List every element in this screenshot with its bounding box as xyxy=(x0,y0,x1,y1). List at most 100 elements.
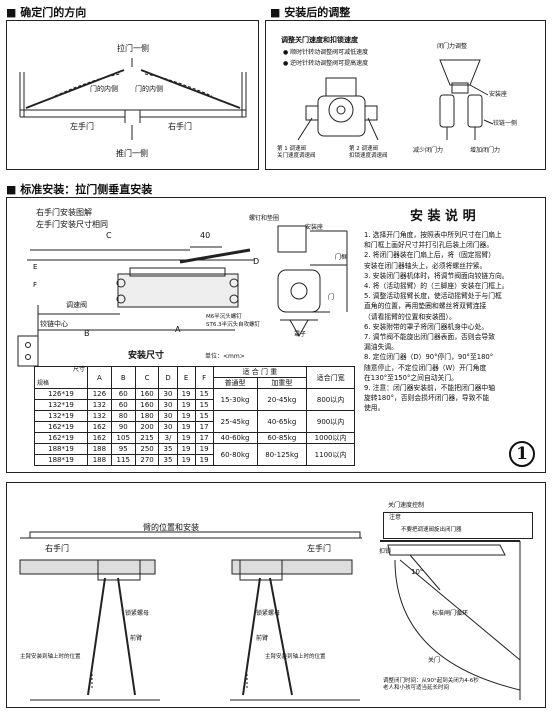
spec-corner: 尺寸 规格 xyxy=(34,366,88,389)
door3-label: 门 xyxy=(328,294,335,301)
arm-title: 臂的位置和安装 xyxy=(143,523,199,532)
spec-label: 规格 xyxy=(37,380,50,388)
instruction-line: 5. 调整活动摇臂长度，使活动摇臂处于与门框 xyxy=(364,292,502,301)
instruction-line: 2. 将闭门器装在门扇上后，将（固定摇臂） xyxy=(364,251,495,260)
instruction-line: （请看摇臂的位置和安装图）。 xyxy=(364,312,456,321)
nut-label: 锁紧螺母 xyxy=(125,610,150,617)
bottom-left-door: 左手门 xyxy=(307,544,331,553)
left-door-desc: 左手门安装尺寸相同 xyxy=(36,220,108,229)
cell: 19 xyxy=(194,454,214,466)
instruction-line: 随意停止，不定位闭门器（W）开门角度 xyxy=(364,363,487,372)
angle-label: 10° xyxy=(411,568,424,576)
section3-frame xyxy=(6,197,546,473)
main-pos2-label: 主臂安装到轴上时的位置 xyxy=(265,654,326,660)
latch-label: 扣锁 xyxy=(379,548,392,555)
nut2-label: 锁紧螺母 xyxy=(256,610,281,617)
section1-title: ■ 确定门的方向 xyxy=(6,6,87,19)
ccw-note: ● 逆时针转动调整阀可提高速度 xyxy=(283,60,369,67)
spec-table: 尺寸 规格 A B C D E F 适 合 门 重 适合门宽 普通型 加重型 1… xyxy=(34,366,355,466)
instruction-line: 8. 定位闭门器（D）90°停门，90°至180° xyxy=(364,353,494,362)
force-title: 闭门力调整 xyxy=(437,43,468,50)
instruction-line: 安装在闭门器轴头上，必须将螺丝拧紧。 xyxy=(364,261,487,270)
closing-cycle-diagram xyxy=(380,540,521,700)
close-label: 关门 xyxy=(428,657,441,664)
frame3-label: 门框 xyxy=(335,254,348,261)
dim-C: C xyxy=(106,231,112,240)
size-label: 尺寸 xyxy=(72,366,85,373)
installation-diagram xyxy=(17,225,348,367)
seat-label: 安装座 xyxy=(489,91,508,98)
speed-title: 调整关门速度和扣锁速度 xyxy=(281,36,358,44)
inner-left-label: 门的内侧 xyxy=(90,85,118,93)
right-door-label: 右手门 xyxy=(168,122,192,131)
front-arm-label: 前臂 xyxy=(130,635,143,642)
cell: 80-125kg xyxy=(256,443,308,466)
seat3-label: 安装座 xyxy=(305,224,324,231)
instruction-line: 直角的位置，再用垫圈和螺丝将双臂连接 xyxy=(364,302,487,311)
instruction-line: 4. 将（活动摇臂）的（三脚座）安装在门框上。 xyxy=(364,282,509,291)
section2-frame xyxy=(265,20,546,170)
section2-title: ■ 安装后的调整 xyxy=(270,6,351,19)
arm-position-diagram xyxy=(19,531,362,701)
screw-note2: ST6.3半沉头自攻螺钉 xyxy=(206,322,261,328)
shaft-label: 铰链一侧 xyxy=(493,120,518,127)
notice-box xyxy=(383,512,533,539)
right-door-desc: 右手门安装图解 xyxy=(36,208,92,217)
cycle-label: 标准闸门循环 xyxy=(432,610,469,617)
dim-40: 40 xyxy=(200,231,211,240)
cell: 270 xyxy=(134,454,160,466)
valve1-label: 第 1 调速阀 关门速度调速阀 xyxy=(277,146,316,159)
cell: 115 xyxy=(110,454,136,466)
valve3-label: 调速阀 xyxy=(66,301,87,309)
instruction-line: 漏油失调。 xyxy=(364,343,398,352)
notice-title: 注意 xyxy=(389,514,402,521)
more-force-label: 增加闭门力 xyxy=(470,147,501,154)
valve2-label: 第 2 调速阀 扣锁速度调速阀 xyxy=(349,146,388,159)
screw-note1: M6半沉头螺钉 xyxy=(206,314,242,320)
table-unit: 单位：<mm> xyxy=(205,353,245,360)
front-arm2-label: 前臂 xyxy=(256,635,269,642)
instruction-line: 9. 注意：闭门器安装前，不能把闭门器中轴 xyxy=(364,384,495,393)
instruction-line: 在130°至150°之间自动关门。 xyxy=(364,373,458,382)
page-number-badge: 1 xyxy=(509,441,535,467)
instruction-line: 6. 安装附带的罩子将闭门器机身中心处。 xyxy=(364,322,489,331)
section1-frame xyxy=(6,20,259,170)
screw-pad-label: 螺钉和垫圈 xyxy=(249,215,280,222)
main-pos1-label: 主臂安装到轴上时的位置 xyxy=(20,654,81,660)
cell: 188*19 xyxy=(34,454,88,466)
instruction-line: 1. 选择开门角度，按照表中所列尺寸在门扇上 xyxy=(364,231,502,239)
cw-note: ● 顺时针转动调整阀可减低速度 xyxy=(283,49,369,56)
cell: 188 xyxy=(87,454,112,466)
dim-E: E xyxy=(33,263,38,271)
cell: 35 xyxy=(158,454,178,466)
section3-title: ■ 标准安装：拉门侧垂直安装 xyxy=(6,183,153,196)
dim-B: B xyxy=(84,329,90,338)
push-side-bottom-label: 推门一侧 xyxy=(116,149,148,158)
cell: 1100以内 xyxy=(306,443,355,466)
force-adjust-diagram xyxy=(439,59,494,140)
instruction-line: 7. 调节阀不能旋出闭门器表面，否则会导致 xyxy=(364,333,495,342)
adjust-time-label: 调整闭门时间：从90°起到关闭为4-6秒 老人和小孩可适当延长时间 xyxy=(383,678,479,691)
left-door-label: 左手门 xyxy=(70,122,94,131)
bottom-right-door: 右手门 xyxy=(45,544,69,553)
push-side-top-label: 拉门一侧 xyxy=(117,44,149,53)
cell: 60-80kg xyxy=(212,443,258,466)
instruction-line: 旋转180°，否则会损坏闭门器，导致不能 xyxy=(364,394,490,403)
speed-ctrl-label: 关门速度控制 xyxy=(388,502,425,509)
less-force-label: 减少闭门力 xyxy=(413,147,444,154)
hinge-center-label: 铰链中心 xyxy=(40,320,68,328)
door-direction-diagram xyxy=(19,58,247,140)
notice-text: 不要把调速阀旋出闭门器 xyxy=(401,527,462,533)
instruction-line: 使用。 xyxy=(364,404,385,413)
instruction-line: 和门框上画好尺寸并打引孔后装上闭门器。 xyxy=(364,241,494,250)
dim-F: F xyxy=(33,281,38,289)
section4-frame xyxy=(6,482,546,708)
inner-right-label: 门的内侧 xyxy=(135,85,163,93)
